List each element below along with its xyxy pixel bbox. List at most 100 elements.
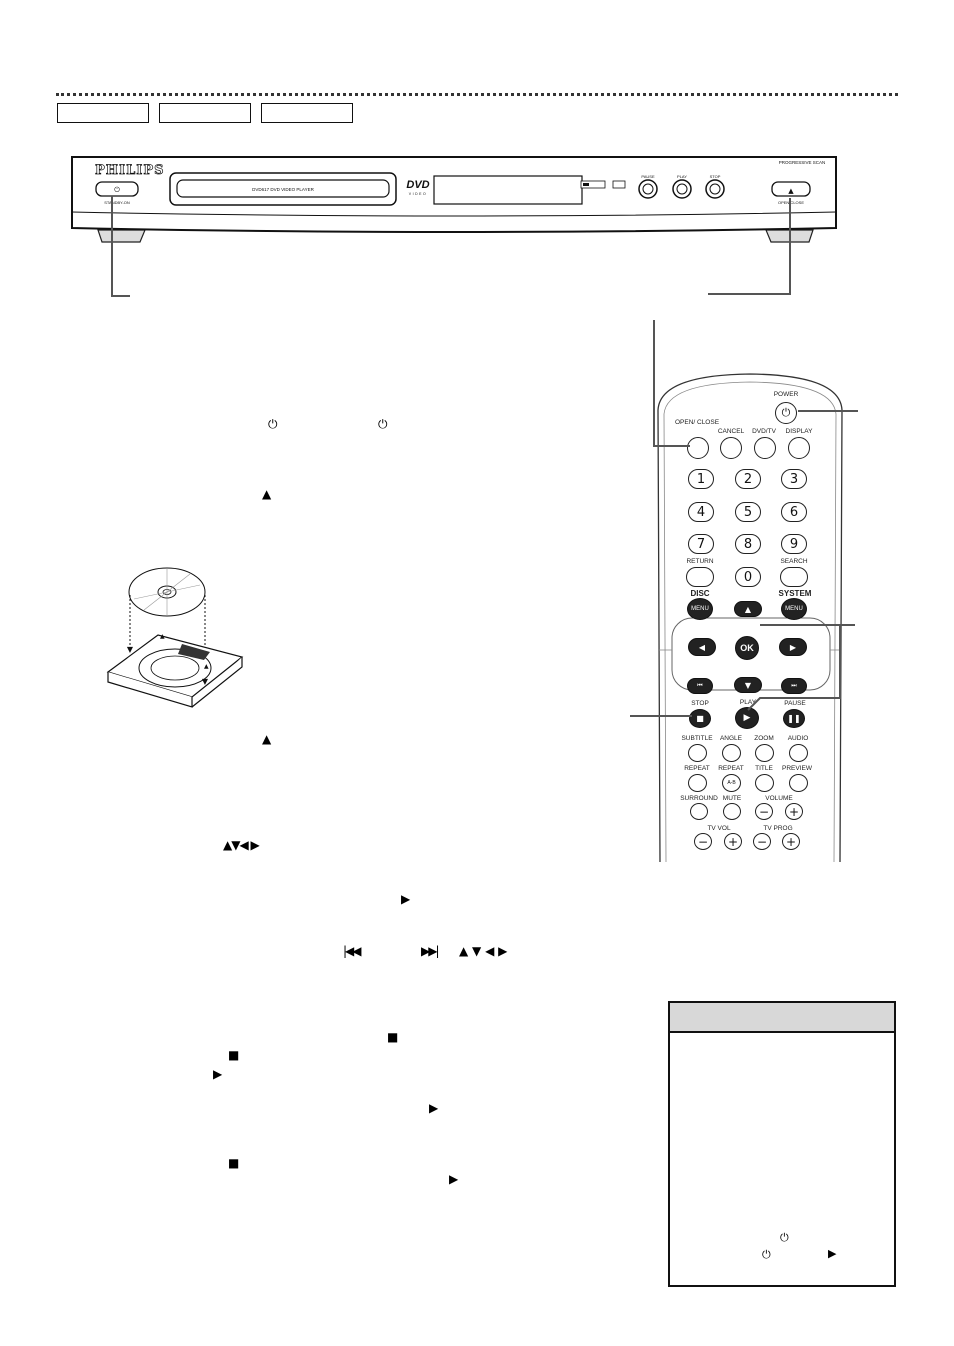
stop-icon: ■ [228, 1048, 240, 1062]
tv-volume-down-button[interactable]: − [694, 833, 712, 850]
player-stop-button[interactable]: STOP [705, 174, 725, 199]
skip-previous-icon: |◀◀ [343, 944, 361, 958]
open-close-button[interactable] [687, 437, 709, 459]
title-button[interactable] [755, 774, 774, 792]
search-label: SEARCH [780, 558, 808, 565]
cancel-label: CANCEL [717, 428, 745, 435]
svg-text:▲: ▲ [204, 663, 209, 670]
down-button[interactable]: ▼ [734, 677, 762, 693]
tv-vol-label: TV VOL [707, 825, 731, 832]
play-label: PLAY [739, 699, 757, 706]
header-tab-3 [261, 103, 353, 123]
cancel-button[interactable] [720, 437, 742, 459]
power-label: POWER [773, 391, 799, 398]
mute-button[interactable] [723, 803, 741, 820]
svg-text:▼: ▼ [202, 677, 209, 686]
play-icon: ▶ [828, 1247, 837, 1260]
zoom-label: ZOOM [754, 735, 774, 742]
open-close-label: OPEN/CLOSE [778, 200, 804, 205]
disc-menu-button[interactable]: MENU [687, 598, 713, 620]
up-button[interactable]: ▲ [734, 601, 762, 617]
play-icon: ▶ [401, 892, 411, 906]
zoom-button[interactable] [755, 744, 774, 762]
tip-box: ⏻ ⏻ ▶ [668, 1001, 896, 1287]
power-button[interactable]: ⏻ [775, 402, 797, 424]
right-button[interactable]: ▶ [779, 638, 807, 656]
digit-2-button[interactable]: 2 [735, 469, 761, 489]
display-label: DISPLAY [785, 428, 813, 435]
tv-program-down-button[interactable]: − [753, 833, 771, 850]
next-button[interactable]: ⏭ [781, 678, 807, 694]
volume-up-button[interactable]: + [785, 803, 803, 820]
standby-icon: ⏻ [762, 1248, 771, 1261]
digit-9-button[interactable]: 9 [781, 534, 807, 554]
progressive-scan-label: PROGRESSIVE SCAN [779, 160, 826, 165]
navigation-arrows-icon: ▲▼◀ ▶ [223, 838, 260, 852]
subtitle-button[interactable] [688, 744, 707, 762]
play-icon: ▶ [449, 1172, 459, 1186]
arrow-down-icon: ▼ [744, 680, 752, 690]
dvd-player-illustration: PHILIPS ⏻ STANDBY-ON DVD617 DVD VIDEO PL… [71, 156, 837, 297]
digit-4-button[interactable]: 4 [688, 502, 714, 522]
svg-text:▲: ▲ [788, 187, 794, 195]
preview-label: PREVIEW [782, 765, 812, 772]
stop-icon: ■ [696, 714, 704, 723]
angle-button[interactable] [722, 744, 741, 762]
stop-button[interactable]: ■ [689, 709, 711, 728]
play-button[interactable]: ▶ [735, 707, 759, 729]
previous-button[interactable]: ⏮ [687, 678, 713, 694]
remote-callout-lines [630, 320, 858, 717]
eject-icon: ▲ [262, 732, 272, 746]
tv-volume-up-button[interactable]: + [724, 833, 742, 850]
repeat-label: REPEAT [684, 765, 710, 772]
skip-next-icon: ▶▶| [421, 944, 439, 958]
digit-0-button[interactable]: 0 [735, 567, 761, 587]
header-tab-1 [57, 103, 149, 123]
system-menu-button[interactable]: MENU [781, 598, 807, 620]
digit-5-button[interactable]: 5 [735, 502, 761, 522]
skip-next-icon: ⏭ [791, 682, 797, 689]
audio-label: AUDIO [787, 735, 809, 742]
digit-7-button[interactable]: 7 [688, 534, 714, 554]
digit-1-button[interactable]: 1 [688, 469, 714, 489]
volume-down-button[interactable]: − [755, 803, 773, 820]
dvd-tv-label: DVD/TV [752, 428, 776, 435]
audio-button[interactable] [789, 744, 808, 762]
return-button[interactable] [686, 567, 714, 587]
preview-button[interactable] [789, 774, 808, 792]
standby-icon: ⏻ [268, 417, 278, 431]
surround-button[interactable] [690, 803, 708, 820]
pause-icon: ❚❚ [787, 714, 801, 723]
mute-label: MUTE [722, 795, 742, 802]
standby-label: STANDBY-ON [104, 200, 130, 205]
tv-program-up-button[interactable]: + [782, 833, 800, 850]
return-label: RETURN [686, 558, 714, 565]
repeat-button[interactable] [688, 774, 707, 792]
player-pause-button[interactable]: PAUSE [638, 174, 658, 199]
pause-button[interactable]: ❚❚ [783, 709, 805, 728]
skip-previous-icon: ⏮ [697, 682, 703, 689]
tv-prog-label: TV PROG [763, 825, 793, 832]
stop-label: STOP [691, 700, 709, 707]
digit-3-button[interactable]: 3 [781, 469, 807, 489]
search-button[interactable] [780, 567, 808, 587]
left-button[interactable]: ◀ [688, 638, 716, 656]
player-play-button[interactable]: PLAY [672, 174, 692, 199]
subtitle-label: SUBTITLE [681, 735, 713, 742]
volume-label: VOLUME [765, 795, 793, 802]
navigation-arrows-icon: ▲ ▼ ◀ ▶ [459, 944, 508, 958]
display-button[interactable] [788, 437, 810, 459]
stop-icon: ■ [387, 1030, 399, 1044]
disc-tray-illustration: ▼ ▼ ▲ ▲ [106, 567, 244, 708]
power-icon: ⏻ [781, 406, 791, 419]
digit-8-button[interactable]: 8 [735, 534, 761, 554]
digit-6-button[interactable]: 6 [781, 502, 807, 522]
brand-logo: PHILIPS [95, 163, 165, 178]
dvd-tv-button[interactable] [754, 437, 776, 459]
ok-button[interactable]: OK [735, 636, 759, 660]
svg-text:PAUSE: PAUSE [641, 174, 655, 179]
svg-text:▼: ▼ [127, 645, 134, 654]
repeat-ab-button[interactable]: A-B [722, 774, 741, 792]
surround-label: SURROUND [680, 795, 718, 802]
header-tab-2 [159, 103, 251, 123]
